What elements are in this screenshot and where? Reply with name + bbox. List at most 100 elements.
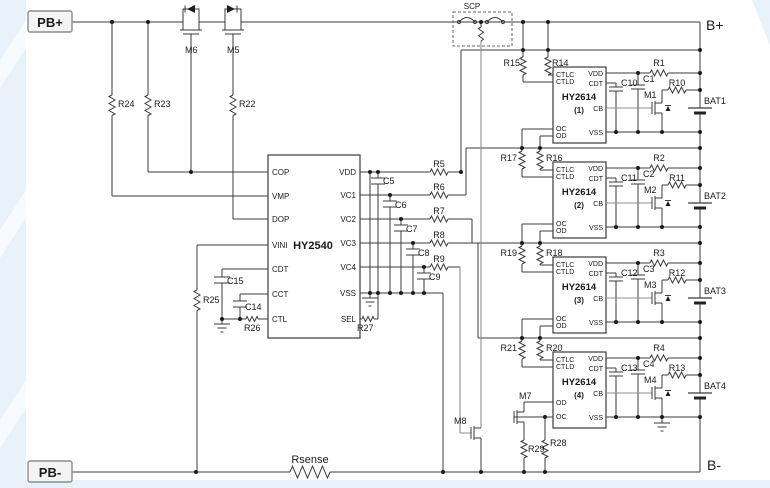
- resistor-R6: R6: [433, 182, 445, 192]
- mosfet-M6-label: M6: [185, 45, 198, 55]
- svg-text:CTLD: CTLD: [556, 174, 574, 181]
- balancer-chip-1: HY2614 (1) CTLC CTLD OC OD VDD CDT CB VS…: [556, 71, 604, 140]
- resistor-R20: R20: [546, 343, 563, 353]
- pack-negative-label: PB-: [39, 465, 61, 480]
- protector-chip: HY2540 COP VMP DOP VINI CDT CCT CTL VDD …: [272, 168, 357, 324]
- component-labels: SCP Rsense R24 R23 R22 R25 R26 R27 R5 R6…: [118, 2, 726, 466]
- resistor-R23: R23: [154, 99, 171, 109]
- mosfet-M5-symbol: [222, 5, 244, 35]
- battery-positive-label: B+: [706, 17, 724, 33]
- resistor-R7: R7: [433, 206, 445, 216]
- pack-negative-terminal: PB-: [27, 460, 73, 483]
- resistor-R9: R9: [433, 254, 445, 264]
- svg-text:OC: OC: [556, 221, 567, 228]
- svg-text:CB: CB: [593, 296, 603, 303]
- balancer-4-name: HY2614: [562, 377, 597, 388]
- protector-name: HY2540: [293, 240, 333, 252]
- svg-text:CDT: CDT: [589, 176, 604, 183]
- capacitor-C1: C1: [643, 74, 655, 84]
- svg-text:VDD: VDD: [588, 356, 603, 363]
- balancer-3-index: (3): [574, 296, 584, 305]
- pack-positive-label: PB+: [37, 15, 63, 30]
- svg-text:OC: OC: [556, 414, 567, 421]
- balancer-1-index: (1): [574, 106, 584, 115]
- svg-text:VSS: VSS: [589, 320, 603, 327]
- svg-text:VDD: VDD: [588, 71, 603, 78]
- mosfet-M5-label: M5: [227, 45, 240, 55]
- resistor-R17: R17: [500, 153, 517, 163]
- capacitor-C13: C13: [621, 363, 638, 373]
- pin-vini: VINI: [272, 241, 288, 250]
- resistor-R1: R1: [653, 58, 665, 68]
- resistor-R3: R3: [653, 248, 665, 258]
- balancer-2-index: (2): [574, 201, 584, 210]
- svg-text:CTLC: CTLC: [556, 72, 574, 79]
- resistor-R13: R13: [669, 363, 686, 373]
- svg-text:VSS: VSS: [589, 225, 603, 232]
- svg-text:CB: CB: [593, 391, 603, 398]
- pin-vc2: VC2: [340, 215, 356, 224]
- resistor-R28: R28: [550, 438, 567, 448]
- svg-text:CDT: CDT: [589, 81, 604, 88]
- balancer-1-name: HY2614: [562, 92, 597, 103]
- svg-text:CTLD: CTLD: [556, 269, 574, 276]
- resistor-R14: R14: [552, 58, 569, 68]
- resistor-R2: R2: [653, 153, 665, 163]
- svg-text:VDD: VDD: [588, 261, 603, 268]
- pin-cdt: CDT: [272, 265, 289, 274]
- resistor-R19: R19: [500, 248, 517, 258]
- svg-text:CTLD: CTLD: [556, 79, 574, 86]
- svg-text:OD: OD: [556, 228, 567, 235]
- wires: [72, 21, 701, 479]
- capacitor-C12: C12: [621, 268, 638, 278]
- mosfet-M8-label: M8: [454, 416, 467, 426]
- capacitor-C5: C5: [383, 176, 395, 186]
- capacitor-C4: C4: [643, 359, 655, 369]
- svg-text:CDT: CDT: [589, 366, 604, 373]
- mosfet-M1-label: M1: [644, 90, 657, 100]
- junction-dots: [110, 20, 702, 474]
- resistor-R5: R5: [433, 159, 445, 169]
- capacitor-C7: C7: [406, 224, 418, 234]
- svg-text:VSS: VSS: [589, 130, 603, 137]
- pin-vmp: VMP: [272, 192, 289, 201]
- balancer-2-name: HY2614: [562, 187, 597, 198]
- pin-vc4: VC4: [340, 263, 356, 272]
- resistor-R27: R27: [357, 323, 374, 333]
- resistor-R16: R16: [546, 153, 563, 163]
- mosfet-M4-label: M4: [644, 375, 657, 385]
- capacitor-C2: C2: [643, 169, 655, 179]
- capacitor-C11: C11: [621, 173, 637, 183]
- battery-BAT1-label: BAT1: [704, 96, 726, 106]
- resistor-R22: R22: [239, 99, 256, 109]
- pin-ctl: CTL: [272, 315, 288, 324]
- svg-text:CTLC: CTLC: [556, 167, 574, 174]
- mosfet-M7-label: M7: [519, 391, 532, 401]
- mosfet-M6-symbol: [180, 5, 202, 35]
- balancer-chip-2: HY2614 (2) CTLC CTLD OC OD VDD CDT CB VS…: [556, 166, 604, 235]
- rsense-label: Rsense: [291, 454, 328, 466]
- capacitor-C15: C15: [227, 276, 244, 286]
- balancer-chip-4: HY2614 (4) CTLC CTLD OD OC VDD CDT CB VS…: [556, 356, 604, 422]
- resistor-R29: R29: [528, 444, 545, 454]
- svg-text:OC: OC: [556, 126, 567, 133]
- resistor-R4: R4: [653, 343, 665, 353]
- resistor-R18: R18: [546, 248, 563, 258]
- capacitor-C3: C3: [643, 264, 655, 274]
- pin-vc3: VC3: [340, 239, 356, 248]
- pin-sel: SEL: [341, 315, 357, 324]
- pin-vss: VSS: [340, 289, 356, 298]
- resistor-R25: R25: [203, 295, 220, 305]
- pin-vdd: VDD: [339, 168, 356, 177]
- protector-chip-body: [267, 154, 361, 339]
- battery-BAT2-label: BAT2: [704, 191, 726, 201]
- svg-text:CB: CB: [593, 106, 603, 113]
- capacitor-C6: C6: [395, 200, 407, 210]
- resistor-R26: R26: [244, 323, 261, 333]
- capacitor-C9: C9: [429, 272, 441, 282]
- battery-BAT3-label: BAT3: [704, 286, 726, 296]
- resistor-R21: R21: [500, 343, 517, 353]
- resistor-R11: R11: [669, 173, 685, 183]
